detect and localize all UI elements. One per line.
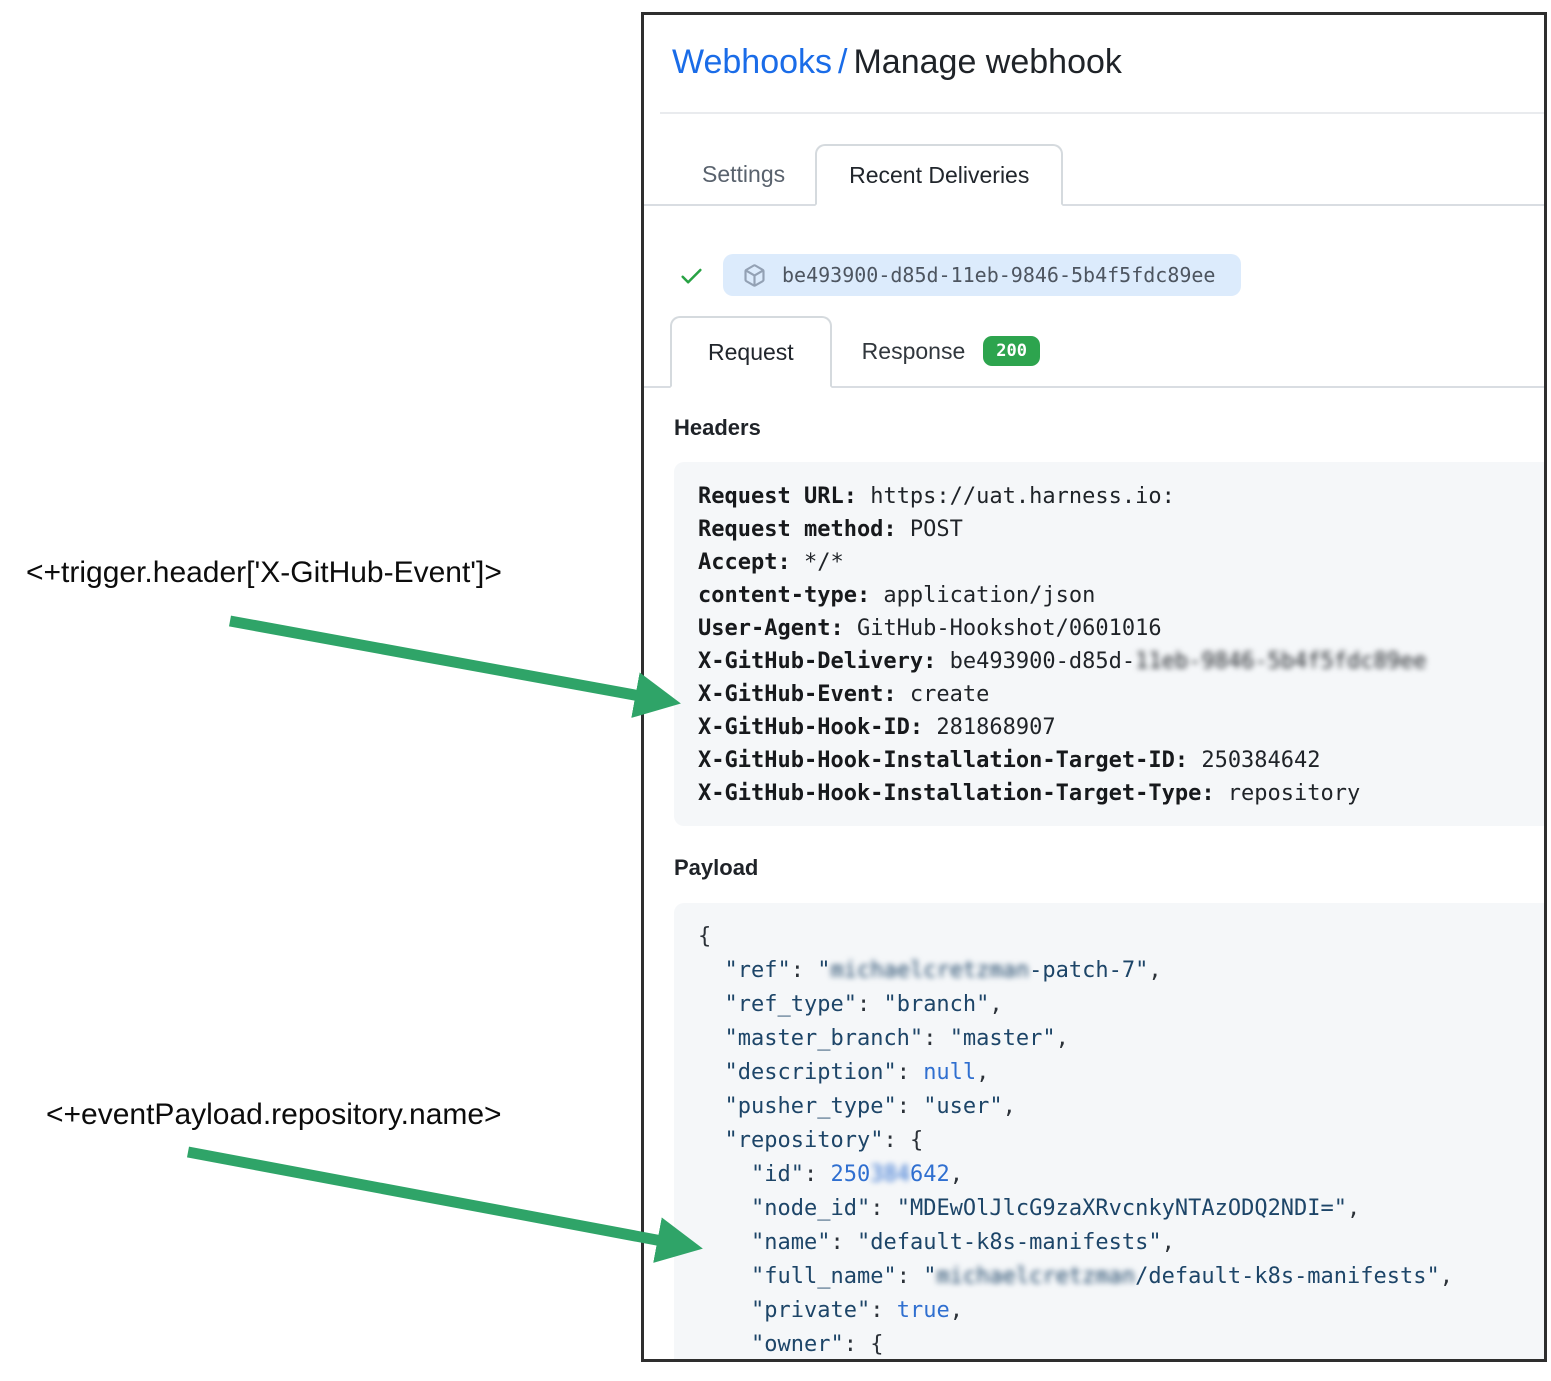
- tab-settings[interactable]: Settings: [702, 161, 786, 187]
- header-line: X-GitHub-Hook-Installation-Target-Type: …: [698, 781, 1361, 806]
- annotation-event-payload: <+eventPayload.repository.name>: [46, 1098, 502, 1131]
- header-line: Request URL: https://uat.harness.io:: [698, 484, 1175, 509]
- tab-response-label: Response: [861, 338, 966, 364]
- tab-recent-deliveries[interactable]: Recent Deliveries: [815, 144, 1064, 206]
- header-line: content-type: application/json: [698, 583, 1096, 608]
- payload-line: "master_branch": "master",: [724, 1026, 1069, 1051]
- payload-line: "owner": {: [750, 1332, 884, 1357]
- delivery-id: be493900-d85d-11eb-9846-5b4f5fdc89ee: [782, 263, 1216, 287]
- payload-line: "ref_type": "branch",: [724, 992, 1003, 1017]
- payload-line: "id": 250384642,: [750, 1162, 963, 1187]
- payload-line: "pusher_type": "user",: [724, 1094, 1016, 1119]
- check-icon: [681, 268, 702, 284]
- breadcrumb-separator: /: [838, 43, 848, 81]
- annotation-trigger-header: <+trigger.header['X-GitHub-Event']>: [26, 556, 502, 589]
- green-arrow-icon: [186, 1146, 703, 1263]
- tab-request[interactable]: Request: [670, 316, 832, 388]
- webhooks-link[interactable]: Webhooks: [672, 43, 833, 81]
- main-tabnav: Settings Recent Deliveries: [644, 144, 1544, 206]
- webhook-panel: Webhooks/Manage webhook Settings Recent …: [641, 12, 1547, 1362]
- payload-line: "name": "default-k8s-manifests",: [750, 1230, 1175, 1255]
- header-line: X-GitHub-Event: create: [698, 682, 990, 707]
- title-divider: [660, 112, 1544, 114]
- headers-box: Request URL: https://uat.harness.io: Requ…: [674, 462, 1544, 826]
- payload-line: "node_id": "MDEwOlJlcG9zaXRvcnkyNTAzODQ2…: [750, 1196, 1361, 1221]
- header-line: Request method: POST: [698, 517, 963, 542]
- delivery-row: be493900-d85d-11eb-9846-5b4f5fdc89ee: [678, 254, 1544, 296]
- payload-line: "description": null,: [724, 1060, 990, 1085]
- payload-line: {: [698, 924, 712, 949]
- payload-line: "full_name": "michaelcretzman/default-k8…: [750, 1264, 1454, 1289]
- payload-line: "repository": {: [724, 1128, 924, 1153]
- green-arrow-icon: [229, 615, 681, 718]
- payload-line: "ref": "michaelcretzman-patch-7",: [724, 958, 1162, 983]
- header-line: X-GitHub-Delivery: be493900-d85d-11eb-98…: [698, 649, 1427, 674]
- header-line: Accept: */*: [698, 550, 844, 575]
- request-response-tabnav: Request Response 200: [644, 316, 1544, 388]
- delivery-pill[interactable]: be493900-d85d-11eb-9846-5b4f5fdc89ee: [723, 254, 1242, 296]
- package-icon: [744, 263, 765, 287]
- breadcrumb: Webhooks/Manage webhook: [672, 42, 1514, 82]
- tab-response[interactable]: Response 200: [832, 316, 1070, 386]
- payload-line: "private": true,: [750, 1298, 963, 1323]
- payload-title: Payload: [674, 855, 759, 880]
- headers-title: Headers: [674, 415, 761, 440]
- header-line: User-Agent: GitHub-Hookshot/0601016: [698, 616, 1162, 641]
- header-line: X-GitHub-Hook-ID: 281868907: [698, 715, 1056, 740]
- response-status-badge: 200: [983, 336, 1040, 366]
- page-title: Manage webhook: [853, 43, 1122, 81]
- header-line: X-GitHub-Hook-Installation-Target-ID: 25…: [698, 748, 1321, 773]
- payload-box: { "ref": "michaelcretzman-patch-7", "ref…: [674, 903, 1544, 1359]
